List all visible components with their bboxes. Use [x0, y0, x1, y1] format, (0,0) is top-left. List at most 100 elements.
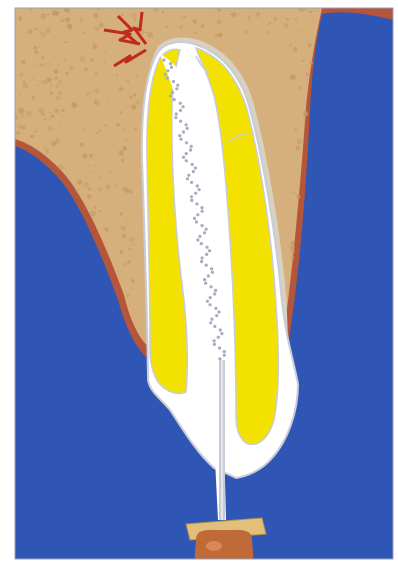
- bone-pore: [119, 87, 124, 92]
- bone-pore: [23, 83, 29, 89]
- bone-pore: [63, 59, 66, 62]
- file-flute: [220, 332, 223, 335]
- bone-pore: [30, 135, 34, 139]
- bone-pore: [86, 117, 88, 119]
- bone-pore: [268, 22, 271, 25]
- bone-pore: [55, 109, 60, 114]
- bone-pore: [274, 19, 276, 21]
- bone-pore: [289, 44, 292, 47]
- file-flute: [203, 278, 206, 281]
- bone-pore: [116, 123, 120, 127]
- bone-pore: [180, 16, 182, 18]
- file-flute: [215, 314, 218, 317]
- bone-pore: [298, 30, 300, 32]
- bone-pore: [255, 12, 260, 17]
- bone-pore: [99, 210, 101, 212]
- file-flute: [205, 228, 208, 231]
- file-flute: [175, 112, 178, 115]
- bone-pore: [37, 84, 39, 86]
- bone-pore: [286, 18, 289, 21]
- bone-pore: [94, 26, 99, 31]
- bone-pore: [83, 129, 85, 131]
- bone-pore: [127, 80, 130, 83]
- file-flute: [200, 242, 203, 245]
- bone-pore: [247, 16, 250, 19]
- file-flute: [210, 267, 213, 270]
- file-flute: [186, 127, 189, 130]
- bone-pore: [97, 132, 99, 134]
- bone-pore: [291, 256, 294, 259]
- bone-pore: [56, 84, 60, 88]
- bone-pore: [20, 72, 24, 76]
- bone-pore: [91, 92, 93, 94]
- bone-pore: [55, 139, 60, 144]
- file-flute: [182, 105, 185, 108]
- bone-pore: [126, 220, 128, 222]
- file-flute: [218, 357, 221, 360]
- bone-pore: [122, 129, 124, 131]
- file-flute: [166, 69, 169, 72]
- bone-pore: [135, 100, 139, 104]
- bone-pore: [154, 8, 158, 12]
- bone-pore: [19, 18, 22, 21]
- bone-pore: [104, 62, 106, 64]
- bone-pore: [105, 227, 109, 231]
- bone-pore: [135, 74, 138, 77]
- bone-pore: [84, 67, 89, 72]
- bone-pore: [127, 260, 131, 264]
- file-flute: [190, 145, 193, 148]
- bone-pore: [69, 65, 74, 70]
- bone-pore: [56, 96, 61, 101]
- file-flute: [171, 91, 174, 94]
- bone-pore: [126, 294, 130, 298]
- file-flute: [213, 292, 216, 295]
- bone-pore: [306, 73, 309, 76]
- file-flute: [190, 199, 193, 202]
- file-flute: [223, 354, 226, 357]
- bone-pore: [58, 80, 62, 84]
- bone-pore: [52, 10, 57, 15]
- file-flute: [185, 159, 188, 162]
- bone-pore: [245, 30, 248, 33]
- file-flute: [200, 206, 203, 209]
- bone-pore: [125, 188, 130, 193]
- bone-pore: [42, 130, 44, 132]
- bone-pore: [217, 20, 222, 25]
- bone-pore: [93, 45, 98, 50]
- file-flute: [194, 166, 197, 169]
- bone-pore: [131, 288, 133, 290]
- file-flute: [175, 87, 178, 90]
- bone-pore: [304, 8, 307, 11]
- file-flute: [190, 181, 193, 184]
- file-flute: [186, 177, 189, 180]
- bone-pore: [47, 77, 52, 82]
- file-flute: [211, 271, 214, 274]
- bone-pore: [50, 84, 52, 86]
- bone-pore: [79, 56, 85, 62]
- file-flute: [206, 300, 209, 303]
- file-flute: [201, 224, 204, 227]
- bone-pore: [77, 179, 83, 185]
- bone-pore: [128, 248, 131, 251]
- bone-pore: [99, 129, 102, 132]
- file-flute: [189, 148, 192, 151]
- bone-pore: [20, 114, 24, 118]
- bone-pore: [21, 125, 23, 127]
- bone-pore: [125, 139, 127, 141]
- bone-pore: [131, 279, 135, 283]
- bone-pore: [61, 109, 64, 112]
- bone-pore: [58, 164, 64, 170]
- file-flute: [200, 260, 203, 263]
- bone-pore: [121, 159, 125, 163]
- file-flute: [205, 264, 208, 267]
- bone-pore: [18, 108, 24, 114]
- bone-pore: [309, 61, 313, 65]
- bone-pore: [232, 12, 237, 17]
- bone-pore: [298, 86, 301, 89]
- bone-pore: [193, 19, 197, 23]
- file-flute: [195, 220, 198, 223]
- bone-pore: [292, 191, 295, 194]
- bone-pore: [64, 41, 66, 43]
- bone-pore: [296, 195, 300, 199]
- bone-pore: [134, 128, 137, 131]
